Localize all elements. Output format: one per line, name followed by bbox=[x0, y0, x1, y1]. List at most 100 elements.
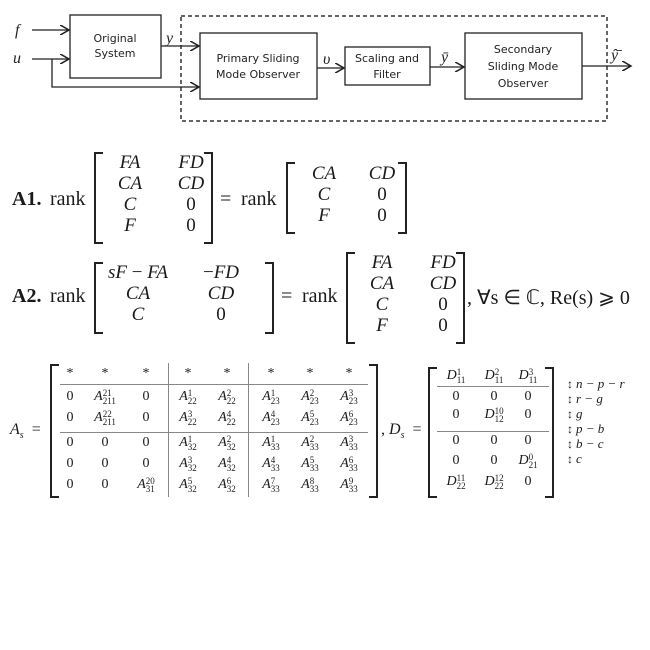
a2-rank-lhs: rank bbox=[50, 285, 86, 307]
matrix-entry: 0 bbox=[101, 435, 109, 450]
dimension-annotation: ↕c bbox=[567, 451, 582, 467]
a2-rank-rhs: rank bbox=[302, 285, 338, 307]
block-original-system-line1: Original bbox=[93, 32, 136, 45]
Ds-name: , Ds = bbox=[381, 421, 422, 442]
a1-rhs-bracket-left bbox=[286, 162, 295, 234]
matrix-cell: FA bbox=[119, 152, 141, 173]
a2-lhs-bracket-left bbox=[94, 262, 103, 334]
matrix-entry: * bbox=[142, 366, 150, 381]
block-scaling-filter bbox=[344, 46, 431, 86]
matrix-cell: 0 bbox=[438, 294, 448, 315]
matrix-cell: F bbox=[318, 205, 330, 226]
Ds-row-divider-2 bbox=[437, 431, 549, 432]
a1-lhs-bracket-right bbox=[204, 152, 213, 244]
a2-condition: , ∀s ∈ ℂ, Re(s) ⩾ 0 bbox=[467, 287, 630, 309]
matrix-entry: 0 bbox=[142, 389, 150, 404]
matrix-cell: CA bbox=[125, 283, 151, 304]
As-name: As = bbox=[10, 421, 41, 442]
matrix-entry: 0 bbox=[452, 453, 460, 468]
block-original-system-line2: System bbox=[94, 47, 135, 60]
matrix-cell: −FD bbox=[202, 262, 240, 283]
a2-label: A2. bbox=[12, 285, 42, 307]
matrix-entry: * bbox=[101, 366, 109, 381]
matrix-entry: 0 bbox=[452, 389, 460, 404]
matrix-entry: 0 bbox=[66, 477, 74, 492]
matrix-entry: 0 bbox=[524, 407, 532, 422]
a2-rhs-bracket-right bbox=[456, 252, 465, 344]
updown-arrow-icon: ↕ bbox=[567, 437, 573, 451]
As-bracket-left bbox=[50, 364, 59, 498]
updown-arrow-icon: ↕ bbox=[567, 422, 573, 436]
signal-yhat-label: ŷ̄ bbox=[609, 47, 622, 64]
matrix-entry: * bbox=[223, 366, 231, 381]
matrix-entry: 0 bbox=[524, 389, 532, 404]
block-primary-observer-line1: Primary Sliding bbox=[216, 52, 299, 65]
matrix-entry: 0 bbox=[101, 456, 109, 471]
a1-rank-lhs: rank bbox=[50, 188, 86, 210]
matrix-entry: 0 bbox=[142, 435, 150, 450]
matrix-entry: 0 bbox=[490, 389, 498, 404]
matrix-cell: CD bbox=[429, 273, 457, 294]
matrix-entry: 0 bbox=[66, 456, 74, 471]
matrix-entry: 0 bbox=[66, 410, 74, 425]
matrix-cell: 0 bbox=[186, 215, 196, 236]
matrix-entry: * bbox=[267, 366, 275, 381]
matrix-cell: C bbox=[123, 194, 137, 215]
As-row-divider-2 bbox=[60, 432, 368, 433]
matrix-cell: 0 bbox=[216, 304, 226, 325]
As-row-divider-1 bbox=[60, 384, 368, 385]
matrix-entry: 0 bbox=[142, 456, 150, 471]
matrix-cell: FD bbox=[430, 252, 456, 273]
matrix-cell: 0 bbox=[438, 315, 448, 336]
matrix-entry: 0 bbox=[142, 410, 150, 425]
observer-block-diagram: f u Original System y Primary Sliding Mo… bbox=[13, 14, 650, 122]
matrix-cell: F bbox=[124, 215, 136, 236]
matrix-entry: 0 bbox=[66, 389, 74, 404]
block-scaling-filter-line1: Scaling and bbox=[355, 52, 419, 65]
Ds-bracket-right bbox=[545, 367, 554, 498]
matrix-entry: 0 bbox=[452, 433, 460, 448]
dimension-annotation: ↕g bbox=[567, 406, 583, 422]
a1-rank-rhs: rank bbox=[241, 188, 277, 210]
input-u-label: u bbox=[13, 50, 21, 67]
a2-rhs-bracket-left bbox=[346, 252, 355, 344]
a1-equals: = bbox=[220, 188, 232, 210]
dimension-annotation: ↕n − p − r bbox=[567, 376, 625, 392]
matrix-cell: F bbox=[376, 315, 388, 336]
dimension-annotation: ↕b − c bbox=[567, 436, 604, 452]
matrix-entry: 0 bbox=[101, 477, 109, 492]
matrix-entry: * bbox=[345, 366, 353, 381]
a2-equals: = bbox=[281, 285, 293, 307]
matrix-cell: C bbox=[317, 184, 331, 205]
signal-v-label: υ bbox=[323, 51, 330, 68]
block-secondary-observer-line1: Secondary bbox=[494, 43, 553, 56]
block-scaling-filter-line2: Filter bbox=[373, 68, 401, 81]
signal-ybar-label: ȳ bbox=[439, 49, 449, 66]
matrix-entry: 0 bbox=[452, 407, 460, 422]
updown-arrow-icon: ↕ bbox=[567, 392, 573, 406]
a1-rhs-bracket-right bbox=[398, 162, 407, 234]
input-f-label: f bbox=[15, 22, 22, 39]
observer-dashed-boundary bbox=[180, 15, 608, 122]
updown-arrow-icon: ↕ bbox=[567, 407, 573, 421]
